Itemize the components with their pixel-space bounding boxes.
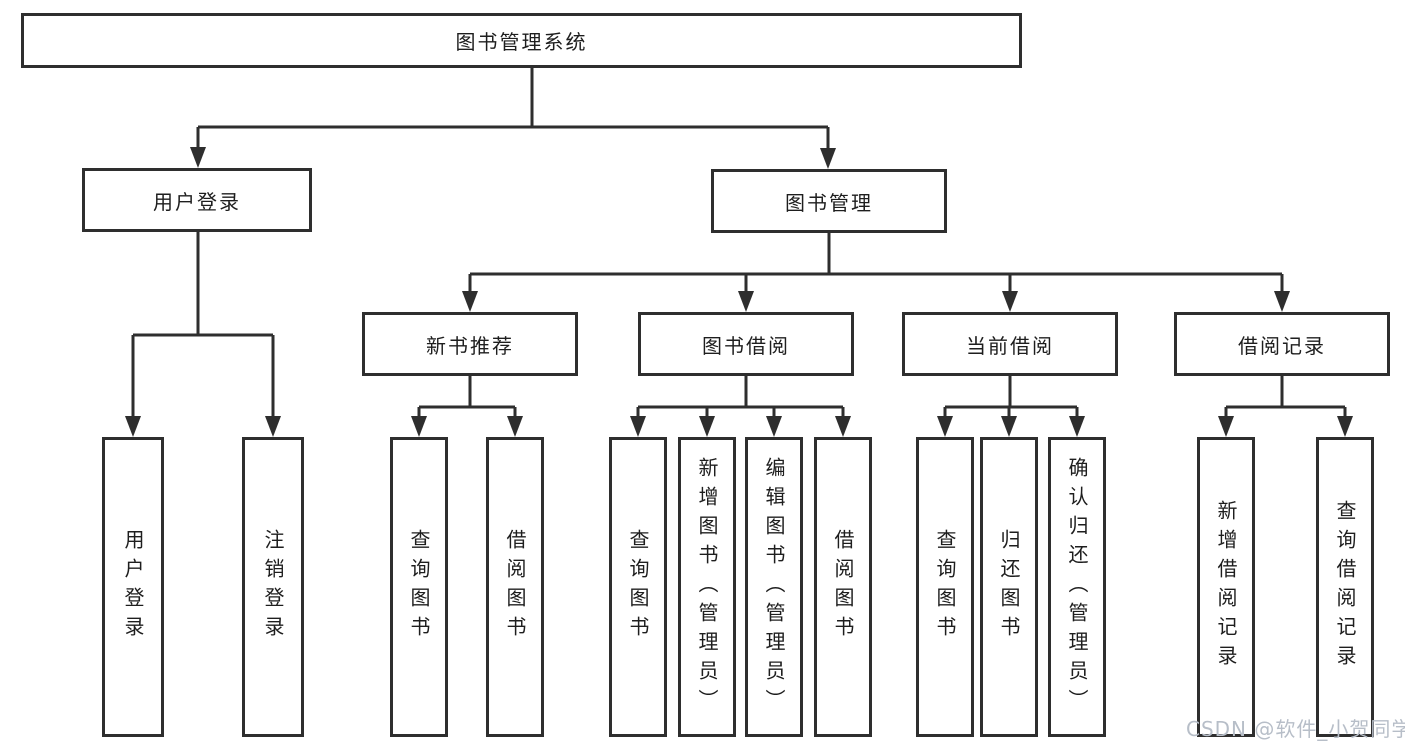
leaf-add-book-admin: 新增图书（管理员） xyxy=(678,437,736,737)
leaf-logout: 注销登录 xyxy=(242,437,304,737)
leaf-confirm-return-admin: 确认归还（管理员） xyxy=(1048,437,1106,737)
arrowhead-icon xyxy=(1001,416,1017,437)
node-current-borrowing: 当前借阅 xyxy=(902,312,1118,376)
leaf-user-login: 用户登录 xyxy=(102,437,164,737)
arrowhead-icon xyxy=(1218,416,1234,437)
arrowhead-icon xyxy=(1337,416,1353,437)
node-book-management: 图书管理 xyxy=(711,169,947,233)
leaf-borrow-books: 借阅图书 xyxy=(814,437,872,737)
arrowhead-icon xyxy=(411,416,427,437)
leaf-edit-book-admin: 编辑图书（管理员） xyxy=(745,437,803,737)
arrowhead-icon xyxy=(507,416,523,437)
arrowhead-icon xyxy=(1069,416,1085,437)
connector-root-to-level2 xyxy=(196,68,830,151)
connector-borrow-records-to-leaves xyxy=(1224,376,1347,419)
leaf-query-books-recommend: 查询图书 xyxy=(390,437,448,737)
arrowhead-icon xyxy=(190,147,206,168)
arrowhead-icon xyxy=(1002,291,1018,312)
arrowhead-icon xyxy=(265,416,281,437)
node-new-book-recommendation: 新书推荐 xyxy=(362,312,578,376)
leaf-query-books-current: 查询图书 xyxy=(916,437,974,737)
node-borrowing-records: 借阅记录 xyxy=(1174,312,1390,376)
connector-book-management-to-level3 xyxy=(468,233,1284,294)
leaf-query-books-borrow: 查询图书 xyxy=(609,437,667,737)
connector-user-login-to-leaves xyxy=(131,232,275,419)
arrowhead-icon xyxy=(766,416,782,437)
connector-book-borrow-to-leaves xyxy=(636,376,845,419)
arrowhead-icon xyxy=(630,416,646,437)
arrowhead-icon xyxy=(937,416,953,437)
arrowhead-icon xyxy=(125,416,141,437)
leaf-return-books: 归还图书 xyxy=(980,437,1038,737)
csdn-watermark: CSDN @软件_小贺同学 xyxy=(1186,717,1405,741)
leaf-query-borrow-record: 查询借阅记录 xyxy=(1316,437,1374,737)
arrowhead-icon xyxy=(738,291,754,312)
connector-current-borrow-to-leaves xyxy=(943,376,1079,419)
leaf-add-borrow-record: 新增借阅记录 xyxy=(1197,437,1255,737)
node-book-borrowing: 图书借阅 xyxy=(638,312,854,376)
arrowhead-icon xyxy=(820,148,836,169)
leaf-borrow-books-recommend: 借阅图书 xyxy=(486,437,544,737)
node-user-login: 用户登录 xyxy=(82,168,312,232)
arrowhead-icon xyxy=(835,416,851,437)
arrowhead-icon xyxy=(699,416,715,437)
node-library-management-system: 图书管理系统 xyxy=(21,13,1022,68)
arrowhead-icon xyxy=(1274,291,1290,312)
arrowhead-icon xyxy=(462,291,478,312)
connector-new-book-to-leaves xyxy=(417,376,517,419)
